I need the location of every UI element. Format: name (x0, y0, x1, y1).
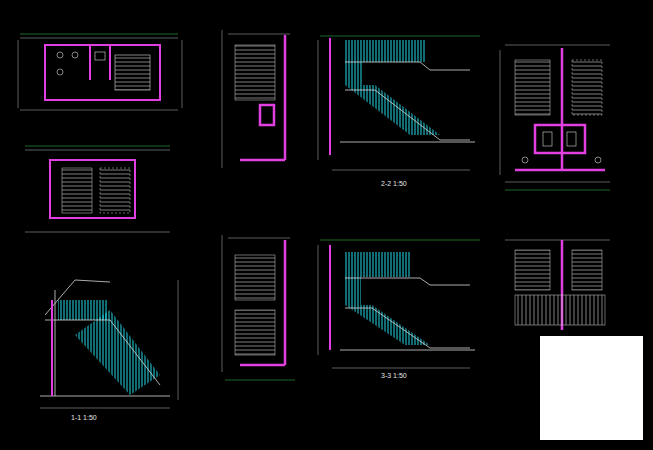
section-title: 3-3 1:50 (380, 372, 408, 380)
section-title: 2-2 1:50 (380, 180, 408, 188)
section-title: 1-1 1:50 (70, 414, 98, 422)
